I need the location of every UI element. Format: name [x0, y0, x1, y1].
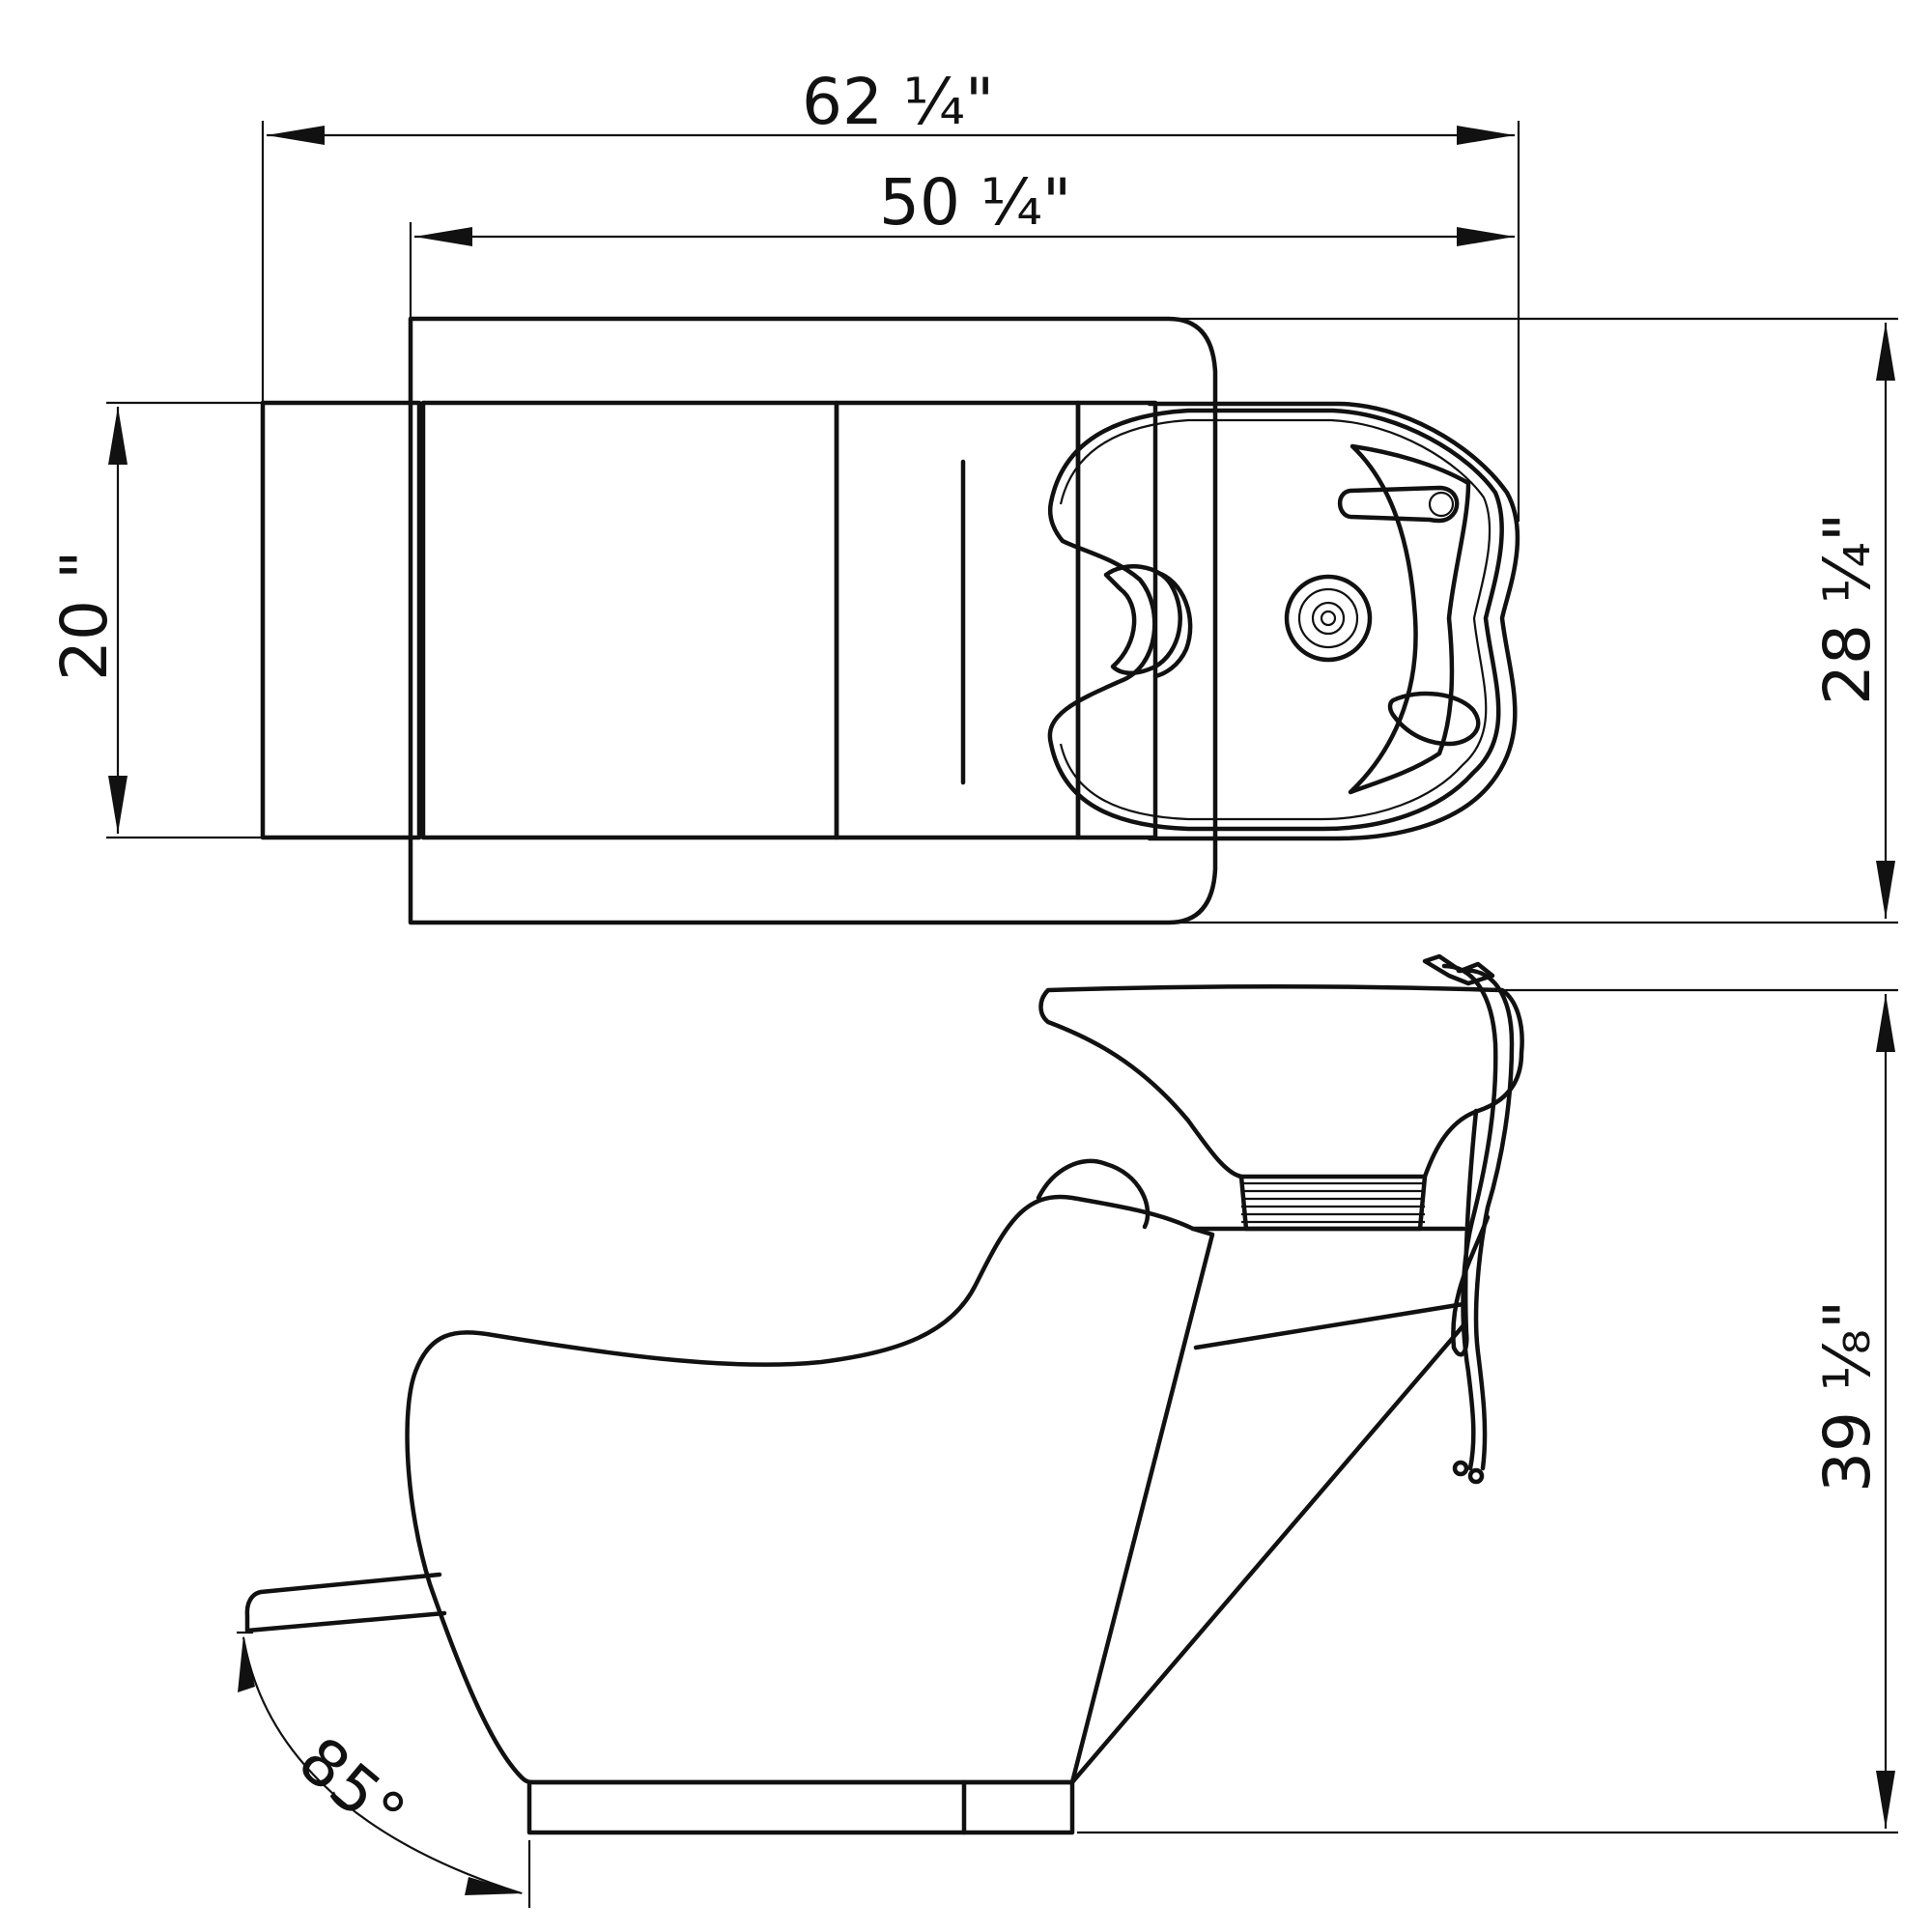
dim-height: 39 ⅛": [1810, 994, 1895, 1829]
arrow-down-icon: [1876, 1771, 1895, 1829]
basin-inner-lip: [1059, 418, 1492, 821]
sprayer-head: [1422, 953, 1495, 986]
footrest-top: [260, 400, 422, 840]
base-plate: [526, 1779, 1075, 1835]
overall-width-label: 28 ¼": [1810, 513, 1885, 705]
hose-end-1: [1452, 1460, 1469, 1477]
arrow-left-icon: [267, 126, 325, 145]
support-strut-top: [1193, 1301, 1466, 1350]
sprayer-hose-3: [1451, 1108, 1491, 1357]
drain-center: [1320, 610, 1337, 627]
dim-overall-length: 62 ¼": [267, 65, 1515, 145]
dim-overall-width: 28 ¼": [1810, 323, 1895, 919]
arrow-right-icon: [1457, 126, 1515, 145]
headrest-side: [1036, 1158, 1151, 1230]
arrow-up-icon: [1876, 323, 1895, 381]
dim-recline-angle: 85°: [238, 1635, 524, 1895]
overall-length-label: 62 ¼": [802, 65, 994, 139]
drain-outer: [1284, 574, 1373, 663]
sprayer-hose-2: [1441, 963, 1498, 1471]
hose-end-2: [1467, 1467, 1485, 1485]
seat-top: [420, 400, 839, 840]
support-strut-diagonal: [1069, 1322, 1466, 1785]
arrow-up-icon: [238, 1635, 255, 1692]
headrest-band: [1075, 400, 1158, 840]
faucet-spout: [1337, 485, 1460, 524]
armrest-outline: [408, 316, 1218, 925]
chair-body-side: [405, 1194, 1215, 1785]
sprayer-hose: [1456, 968, 1515, 1471]
arrow-left-icon: [414, 227, 472, 246]
arrow-down-icon: [1876, 861, 1895, 919]
drain-mid: [1297, 587, 1359, 649]
neck-curve: [1152, 569, 1193, 679]
arrow-right-icon: [1457, 227, 1515, 246]
side-view: [237, 953, 1898, 1908]
basin-inner-rim: [1047, 408, 1504, 832]
basin-outer-rim: [1147, 401, 1520, 841]
faucet-base: [1428, 491, 1455, 518]
chair-length-label: 50 ¼": [879, 165, 1071, 240]
dim-chair-length: 50 ¼": [414, 165, 1515, 246]
arrow-right-icon: [465, 1877, 524, 1895]
recline-angle-label: 85°: [285, 1722, 419, 1852]
arrow-down-icon: [108, 776, 128, 834]
basin-neck-ribs: [1241, 1181, 1425, 1231]
footrest-side: [244, 1572, 447, 1634]
top-view: [106, 121, 1898, 925]
basin-shelf: [1348, 443, 1471, 795]
backrest-top: [834, 400, 1081, 840]
seat-width-label: 20 ": [47, 551, 122, 681]
basin-side: [1038, 984, 1524, 1179]
height-label: 39 ⅛": [1810, 1300, 1885, 1492]
dim-seat-width: 20 ": [47, 407, 128, 834]
arrow-up-icon: [108, 407, 128, 465]
arrow-up-icon: [1876, 994, 1895, 1052]
spray-holder: [1387, 691, 1481, 747]
drain-inner: [1311, 601, 1346, 636]
